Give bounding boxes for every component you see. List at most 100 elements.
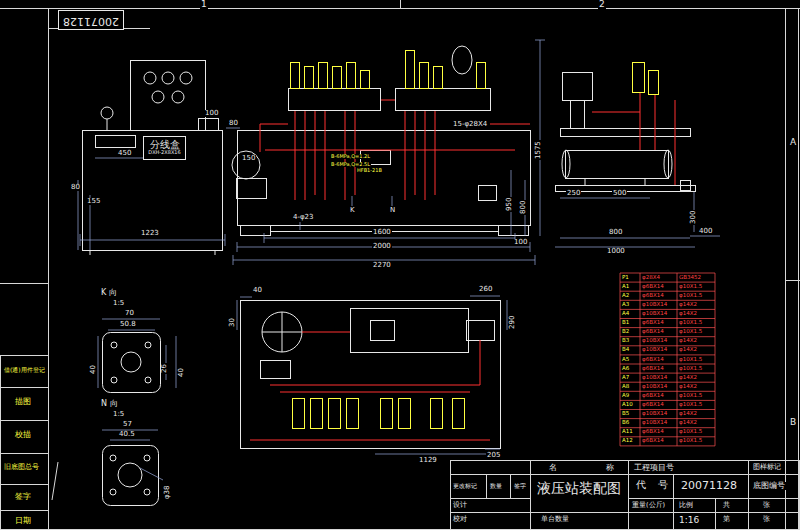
drawing-label: φ6BX14 (641, 438, 665, 444)
drawing-label: 签字 (14, 493, 32, 501)
drawing-label: 800 (608, 229, 623, 236)
drawing-label: 底图编号 (752, 482, 786, 490)
drawing-label: 80 (228, 120, 239, 127)
drawing-label: φ28X4 (641, 275, 661, 281)
drawing-label: 1000 (606, 248, 626, 255)
front-dimensions (233, 255, 234, 265)
drawing-label: A2 (621, 293, 630, 299)
drawing-label: 单台数量 (540, 516, 570, 523)
cabinet-view (172, 91, 184, 103)
sheet-frame (0, 484, 48, 485)
pipework (405, 111, 406, 200)
drawing-label: φ6BX14 (641, 402, 665, 408)
tank-front-view (238, 131, 531, 226)
side-view (561, 129, 691, 137)
k-view-dimensions (176, 336, 177, 388)
parts-table-grid (620, 336, 715, 337)
plan-view (261, 361, 291, 379)
drawing-label: 2000 (372, 243, 392, 250)
drawing-label: 40.5 (118, 431, 136, 438)
drawing-label: φ6BX14 (641, 429, 665, 435)
parts-table-grid (620, 409, 715, 410)
plan-dimensions (470, 296, 500, 297)
cabinet-view (144, 72, 156, 84)
pipework (381, 100, 395, 101)
drawing-label: 26 (161, 363, 168, 374)
side-dimensions (560, 198, 600, 199)
junction-box: 分线盒DXH-2X8X16 (143, 136, 186, 160)
front-dimensions (264, 233, 265, 243)
tank-front-view (289, 89, 381, 111)
parts-table-grid (620, 436, 715, 437)
valve-stack (291, 51, 486, 89)
n-view-dimensions (110, 440, 150, 441)
parts-table-grid (620, 300, 715, 301)
side-view (585, 178, 586, 185)
parts-table-grid (620, 309, 715, 310)
valve-stack (420, 63, 429, 89)
parts-table-grid (620, 382, 715, 383)
parts-table-grid (620, 345, 715, 346)
title-block-grid (748, 460, 749, 530)
drawing-label: 校描 (14, 431, 32, 439)
tank-front-view (479, 186, 497, 201)
pipework (315, 111, 316, 195)
drawing-label: 日期 (14, 517, 32, 525)
drawing-label: 205 (486, 452, 501, 459)
drawing-label: 比例 (678, 502, 694, 509)
title-block-grid (450, 474, 800, 475)
drawing-label: B-6MPa,Q=1.2L (330, 154, 371, 159)
side-dimensions (555, 192, 720, 247)
plan-valves (293, 399, 305, 429)
drawing-label: φ6BX14 (641, 329, 665, 335)
valve-stack (333, 67, 342, 89)
drawing-label: 重量(公斤) (631, 502, 666, 509)
tank-front-view (232, 46, 531, 236)
drawing-label: 号 (657, 480, 669, 490)
k-view-dimensions (98, 336, 99, 388)
pipework (490, 124, 530, 125)
drawing-label: A6 (621, 366, 630, 372)
cabinet-dimensions (226, 128, 240, 129)
parts-table-grid (620, 445, 715, 446)
plan-view (241, 301, 501, 449)
n-view-flange (144, 455, 150, 461)
valve-stack (434, 67, 443, 89)
parts-table-grid (620, 291, 715, 292)
drawing-label: φ10X1.5 (678, 429, 703, 435)
pipework (325, 111, 326, 200)
side-view (664, 150, 672, 178)
drawing-label: φ10X1.5 (678, 320, 703, 326)
drawing-label: φ10X1.5 (678, 402, 703, 408)
side-dimensions (690, 236, 720, 237)
tank-front-view (241, 226, 271, 236)
parts-table-grid (620, 273, 715, 274)
k-view-flange (145, 342, 151, 348)
drawing-label: 57 (122, 421, 133, 428)
drawing-label: 100 (204, 110, 219, 117)
drawing-label: 1:5 (112, 300, 125, 307)
pipework (295, 111, 296, 200)
k-view-flange (103, 333, 161, 393)
valve-stack (291, 63, 300, 89)
pipework (415, 111, 416, 195)
drawing-label: 155 (86, 198, 101, 205)
k-view-flange (111, 377, 117, 383)
title-block-grid (450, 460, 800, 530)
front-dimensions (392, 196, 393, 206)
drawing-label: 800 (520, 200, 527, 215)
plan-view (371, 321, 395, 341)
k-view-flange (103, 333, 161, 393)
side-view (563, 73, 593, 101)
pipework (355, 111, 356, 195)
drawing-label: 40 (252, 287, 263, 294)
drawing-label: 张 (762, 502, 771, 509)
cabinet-dimensions (80, 240, 225, 241)
cabinet-view (131, 61, 206, 131)
cabinet-dimensions (80, 234, 81, 246)
title-block-grid (450, 512, 628, 513)
plan-view (282, 312, 283, 352)
n-view-flange (103, 446, 159, 506)
front-dimensions (233, 40, 545, 265)
